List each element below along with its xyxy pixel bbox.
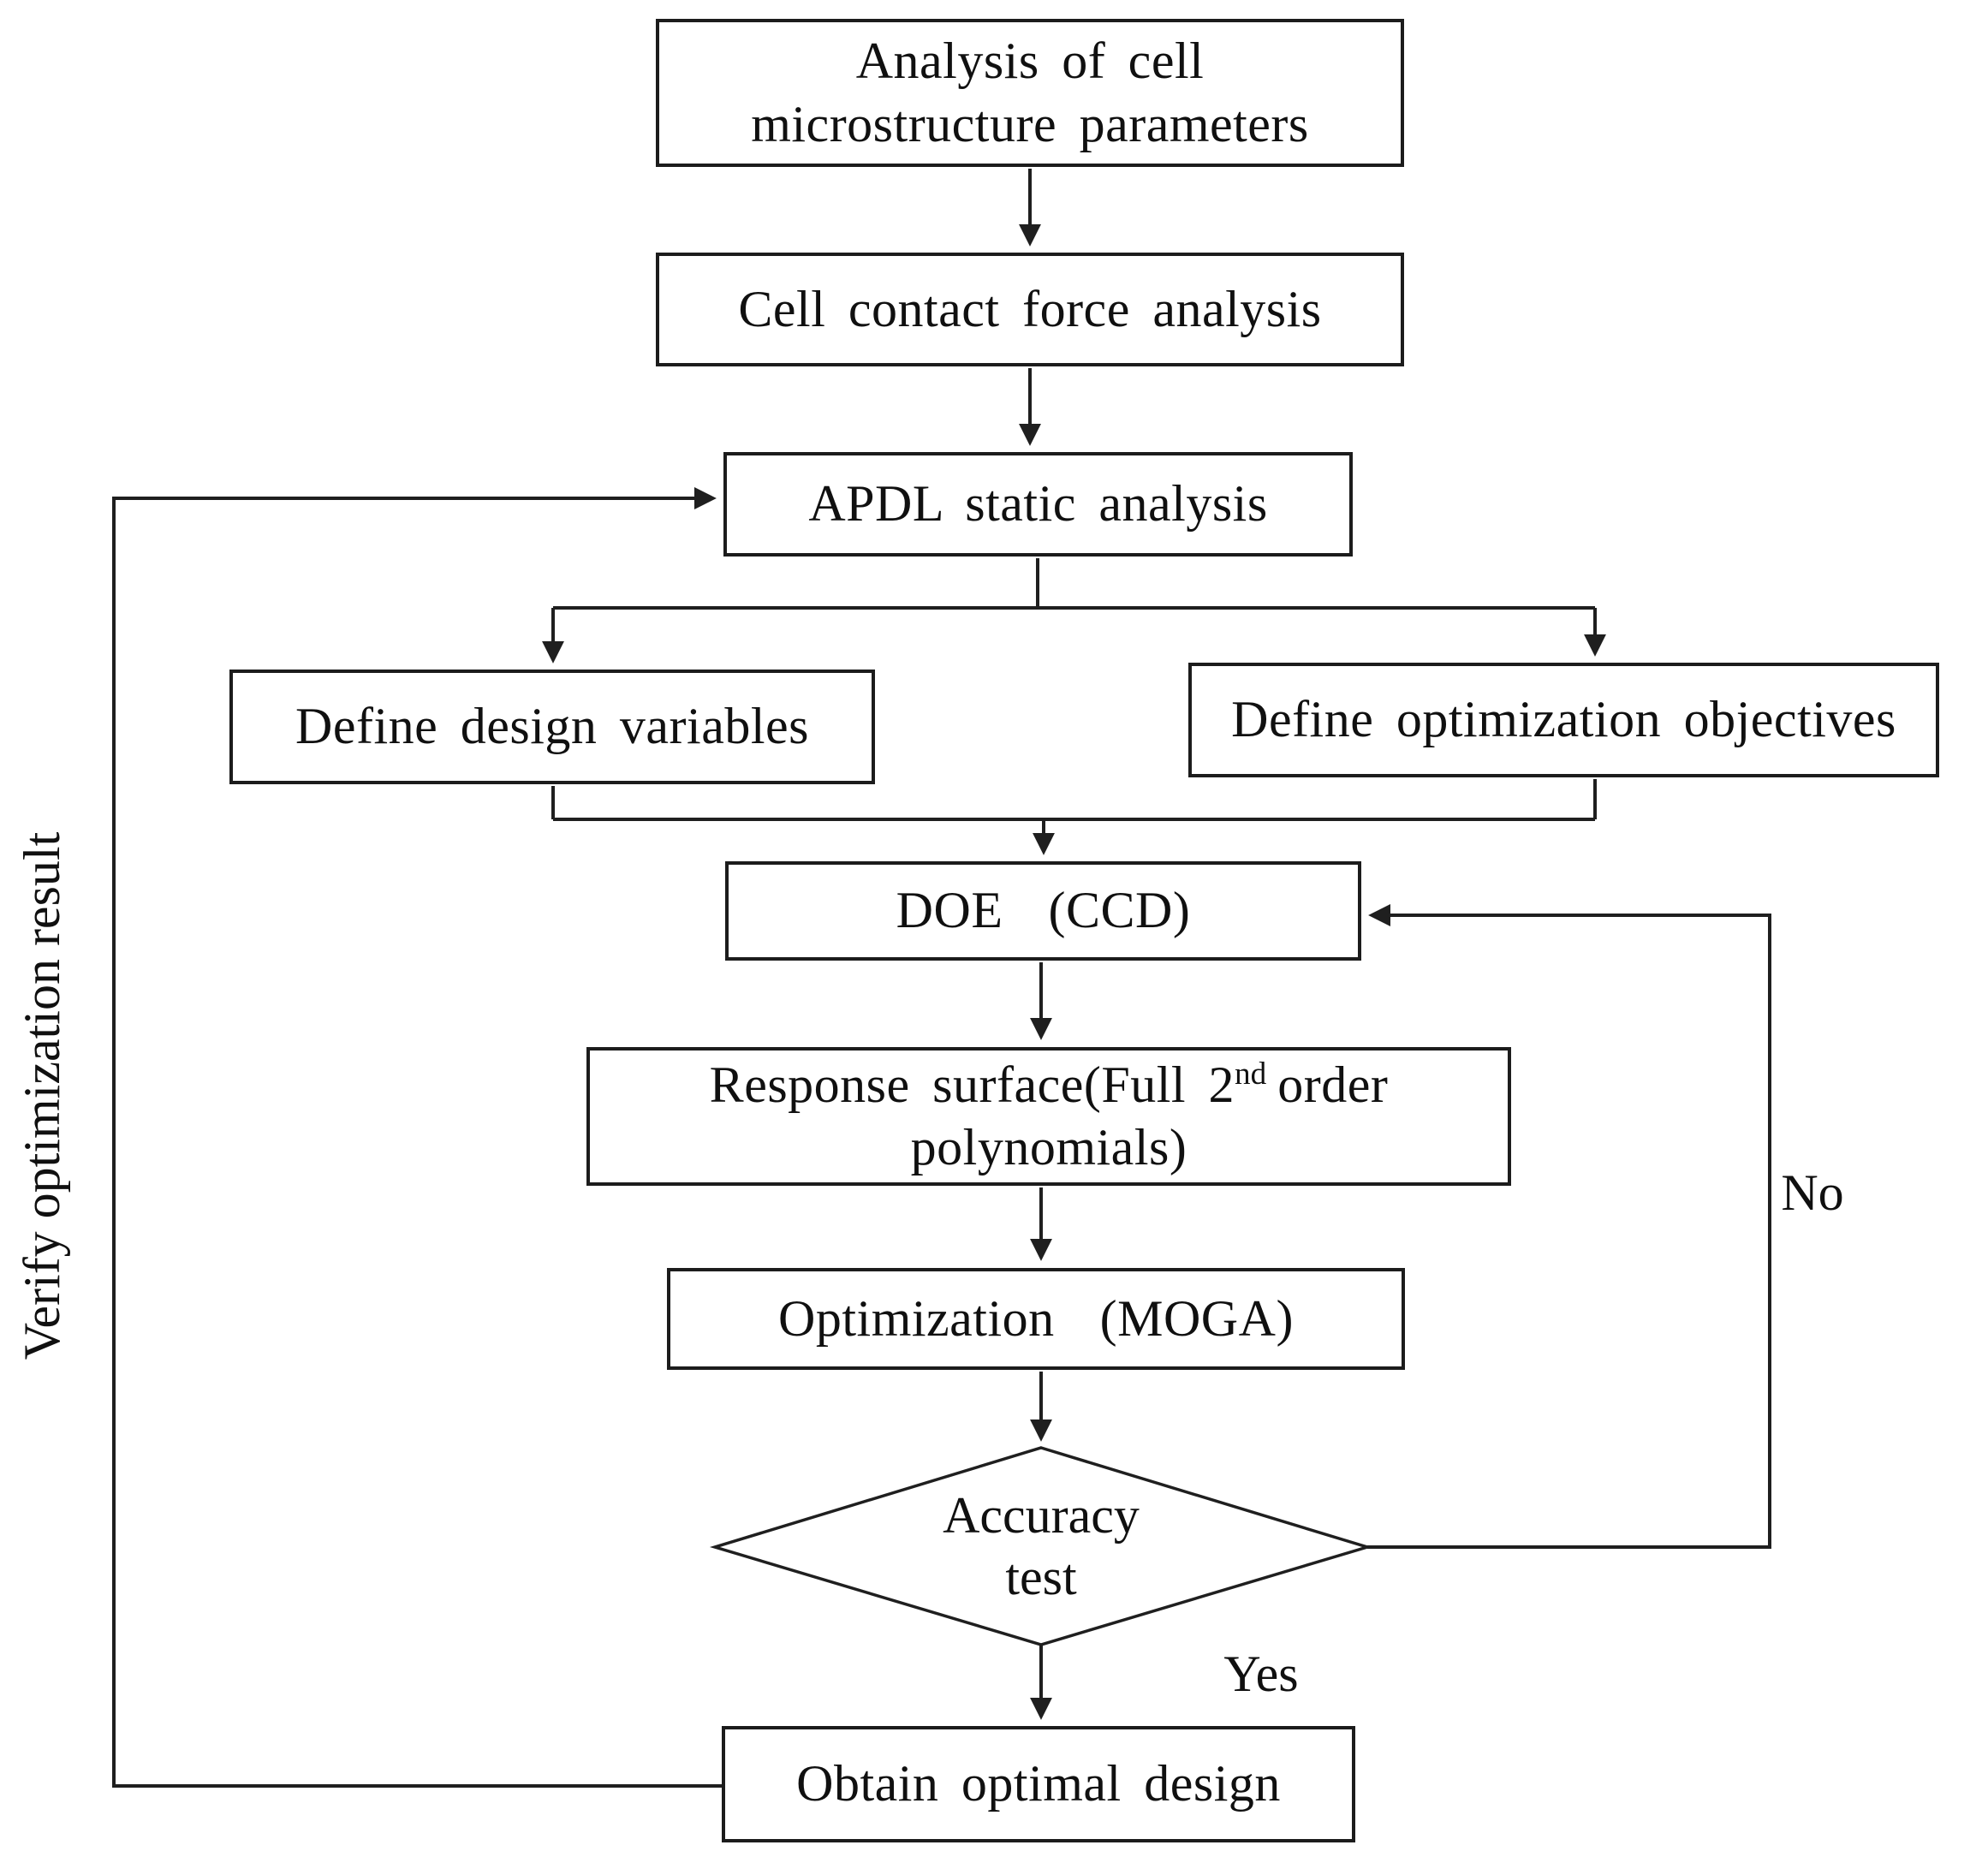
node-doe-ccd: DOE (CCD) <box>725 861 1361 961</box>
edge-label-no: No <box>1781 1164 1844 1221</box>
node-apdl-static-analysis: APDL static analysis <box>723 452 1353 557</box>
node-define-design-variables: Define design variables <box>229 670 875 784</box>
node-design-vars-label: Define design variables <box>295 698 809 755</box>
node-optimization-moga: Optimization (MOGA) <box>667 1268 1405 1370</box>
decision-accuracy-test: Accuracy test <box>870 1469 1212 1623</box>
node-analysis-line2: microstructure parameters <box>751 95 1309 152</box>
node-contact-label: Cell contact force analysis <box>738 280 1322 337</box>
node-response-line1-text: Response surface(Full 2 <box>709 1056 1235 1113</box>
edge-verify-loop <box>112 487 722 1788</box>
node-response-line1-rest: order <box>1277 1056 1389 1113</box>
node-objectives-label: Define optimization objectives <box>1231 691 1896 748</box>
accuracy-diamond-shape <box>709 1446 1373 1646</box>
node-apdl-label: APDL static analysis <box>808 475 1268 533</box>
decision-accuracy-line2: test <box>1005 1549 1077 1605</box>
edge-no-loop <box>1367 904 1771 1549</box>
node-doe-label: DOE (CCD) <box>896 882 1191 939</box>
edge-label-verify-optimization-result: Verify optimization result <box>14 831 70 1360</box>
decision-accuracy-line1: Accuracy <box>943 1487 1140 1544</box>
node-obtain-optimal-design: Obtain optimal design <box>722 1726 1355 1842</box>
edge-label-yes: Yes <box>1223 1646 1299 1702</box>
node-analysis-cell-microstructure: Analysis of cell microstructure paramete… <box>656 19 1404 167</box>
node-define-optimization-objectives: Define optimization objectives <box>1188 663 1939 777</box>
node-response-superscript: nd <box>1235 1056 1267 1092</box>
node-analysis-line1: Analysis of cell <box>855 33 1205 90</box>
node-moga-label: Optimization (MOGA) <box>778 1289 1294 1347</box>
node-response-line2: polynomials) <box>910 1119 1187 1176</box>
node-cell-contact-force: Cell contact force analysis <box>656 253 1404 366</box>
node-obtain-label: Obtain optimal design <box>796 1755 1281 1812</box>
